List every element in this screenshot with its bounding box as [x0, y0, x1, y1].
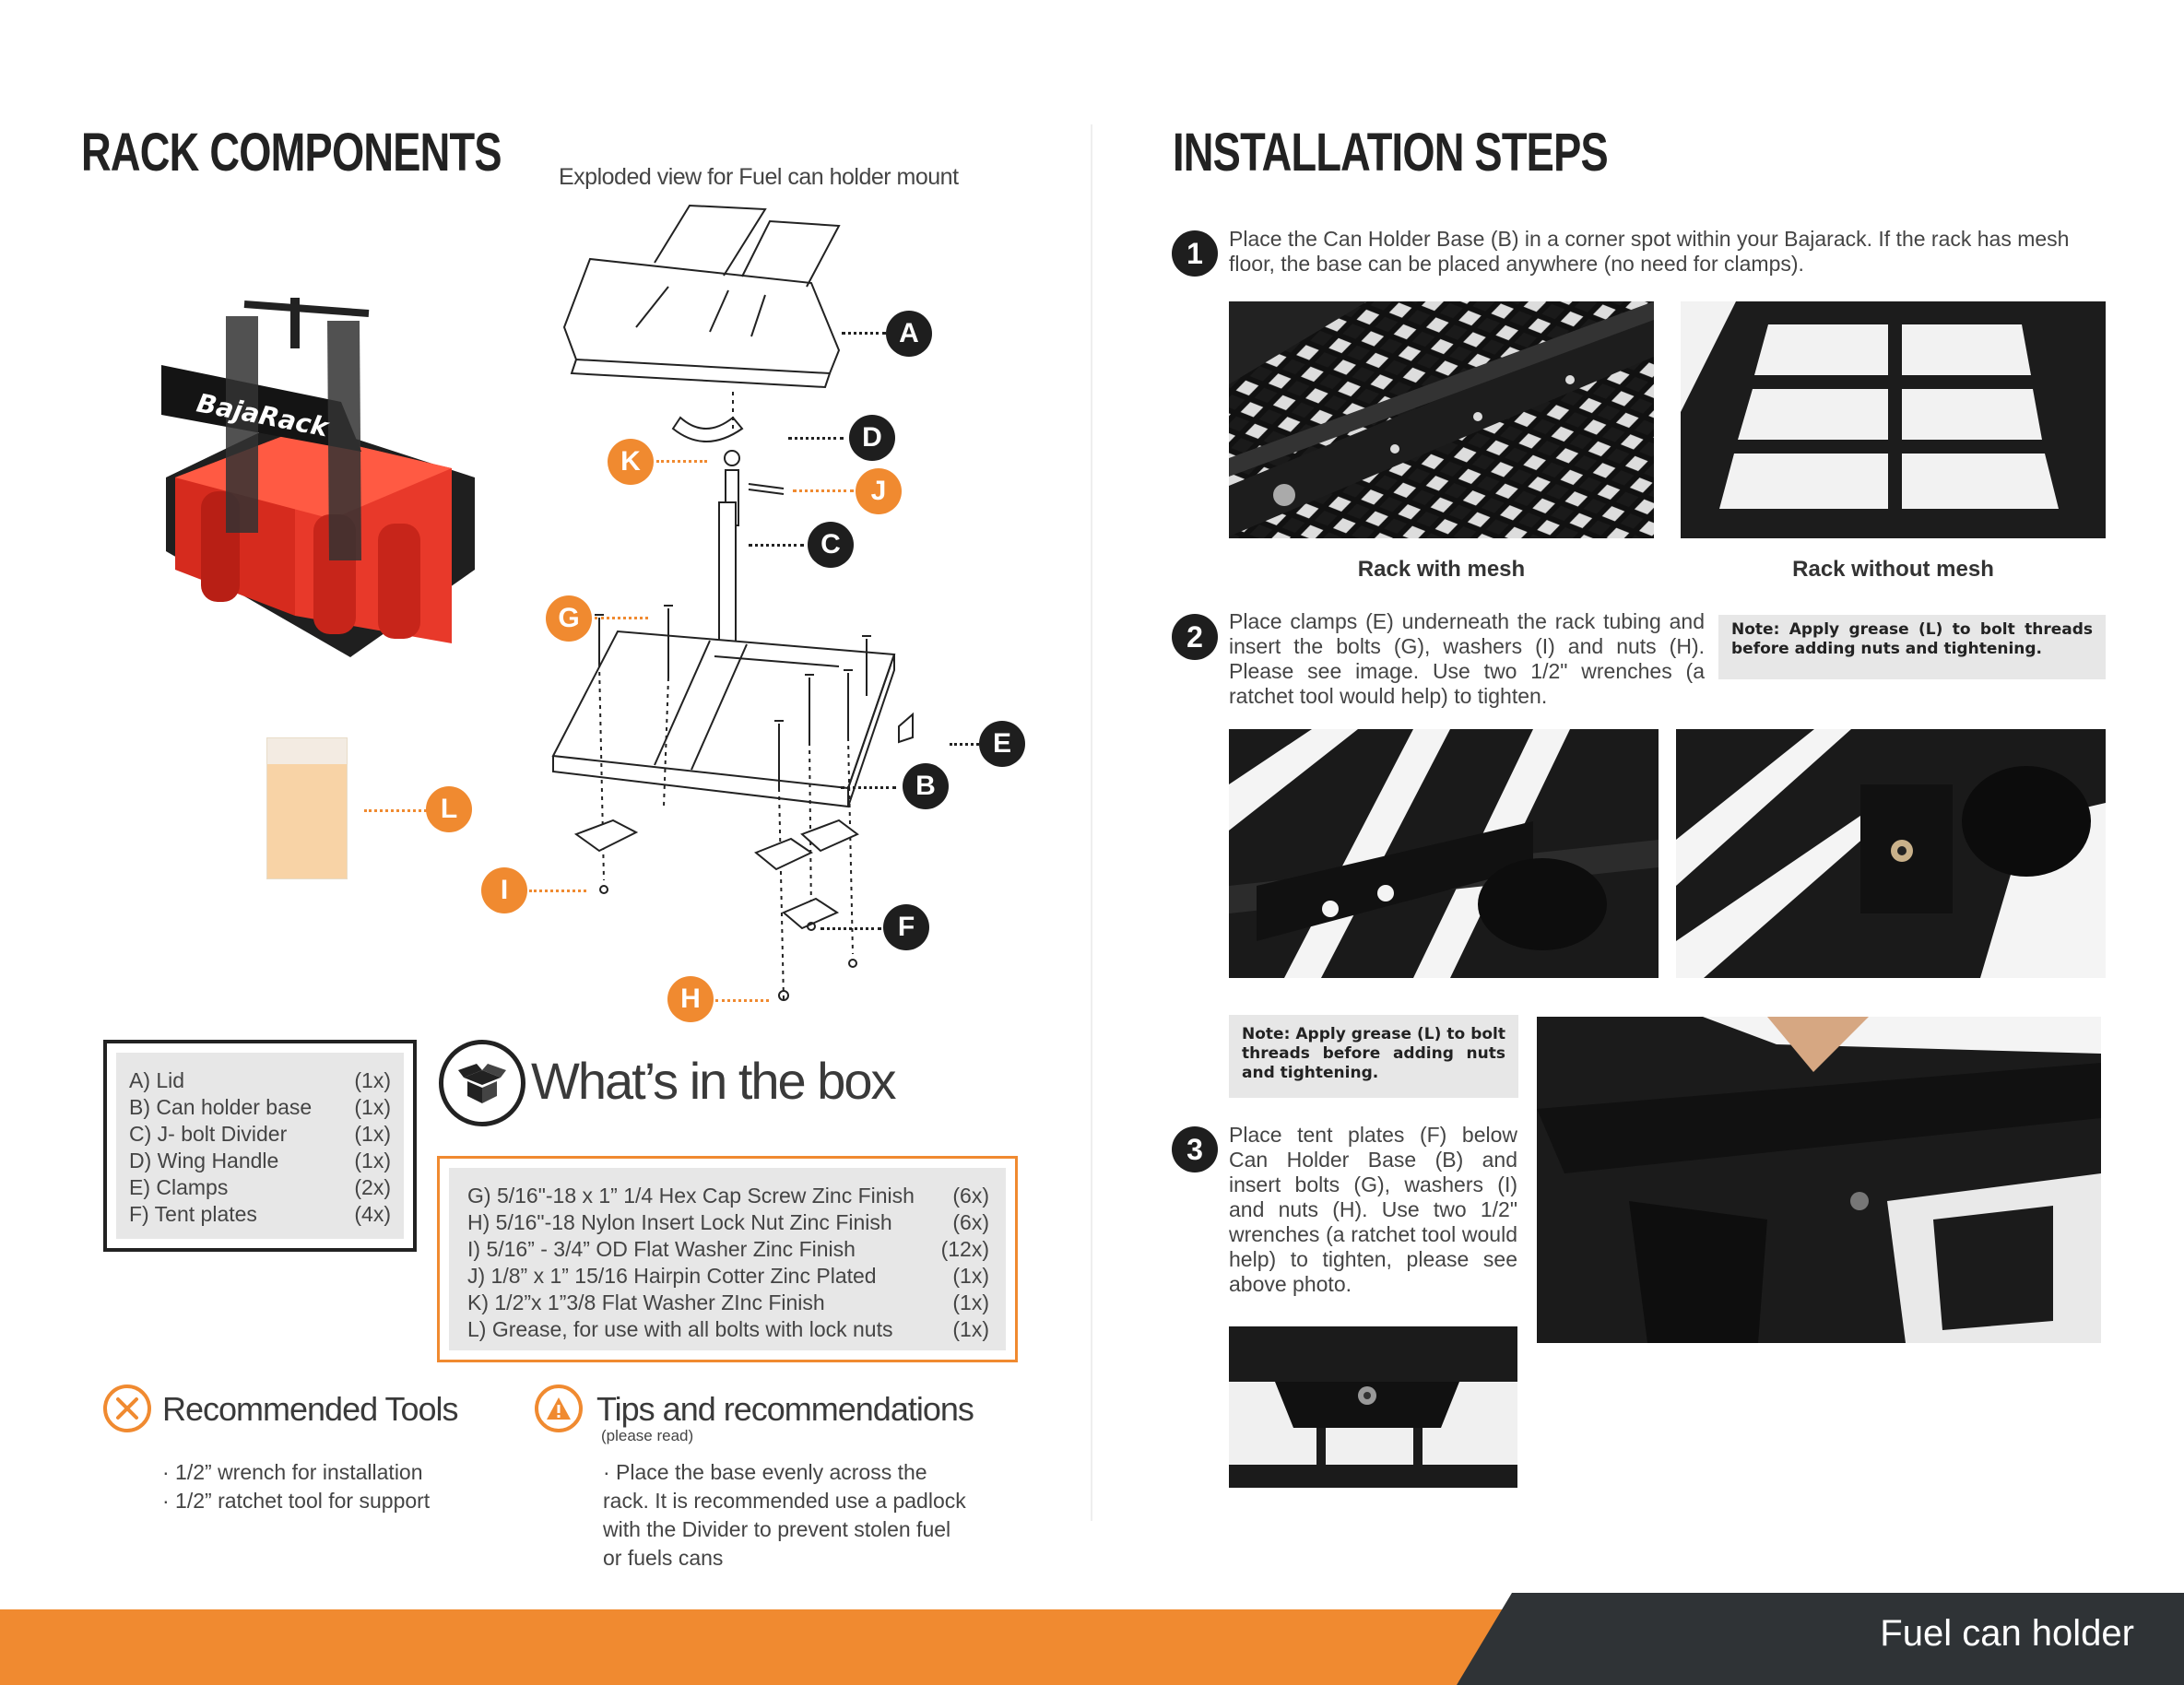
tips-title: Tips and recommendations — [596, 1390, 974, 1428]
page-title-installation: INSTALLATION STEPS — [1173, 123, 1609, 183]
list-item: H) 5/16"-18 Nylon Insert Lock Nut Zinc F… — [467, 1210, 989, 1234]
footer-product-label: Fuel can holder — [1880, 1613, 2134, 1654]
step-1-number: 1 — [1172, 230, 1218, 277]
arrow-j — [793, 489, 854, 492]
clamp-install-photo-1 — [1229, 729, 1659, 978]
fuel-can-product-photo: BajaRack — [157, 293, 484, 680]
step-2-number: 2 — [1172, 614, 1218, 660]
list-item: L) Grease, for use with all bolts with l… — [467, 1317, 989, 1341]
list-item: I) 5/16” - 3/4” OD Flat Washer Zinc Fini… — [467, 1237, 989, 1261]
callout-g: G — [546, 595, 592, 642]
list-item: A) Lid(1x) — [129, 1068, 391, 1092]
page-title-components: RACK COMPONENTS — [81, 123, 502, 183]
arrow-i — [529, 890, 586, 892]
list-item: · 1/2” ratchet tool for support — [162, 1489, 431, 1513]
label-rack-with-mesh: Rack with mesh — [1357, 557, 1526, 582]
tools-icon — [103, 1385, 151, 1432]
arrow-b — [841, 786, 896, 789]
arrow-e — [950, 743, 996, 746]
clamp-install-photo-2 — [1676, 729, 2106, 978]
arrow-l — [364, 809, 427, 812]
arrow-h — [715, 999, 769, 1002]
step-1-text: Place the Can Holder Base (B) in a corne… — [1229, 227, 2070, 276]
callout-b: B — [903, 763, 949, 809]
callout-d: D — [849, 415, 895, 461]
note-grease-1: Note: Apply grease (L) to bolt threads b… — [1718, 615, 2106, 679]
list-item: J) 1/8” x 1” 15/16 Hairpin Cotter Zinc P… — [467, 1264, 989, 1288]
callout-c: C — [808, 522, 854, 568]
components-list: A) Lid(1x) B) Can holder base(1x) C) J- … — [103, 1040, 417, 1252]
arrow-d — [788, 437, 844, 440]
list-item: · 1/2” wrench for installation — [162, 1460, 423, 1484]
footer-dark-band — [1457, 1593, 2184, 1685]
rack-without-mesh-photo — [1681, 301, 2106, 538]
diagram-caption: Exploded view for Fuel can holder mount — [559, 164, 959, 190]
open-box-icon — [439, 1040, 525, 1126]
callout-a: A — [886, 311, 932, 357]
arrow-k — [656, 460, 707, 463]
list-item: F) Tent plates(4x) — [129, 1202, 391, 1226]
step-3-number: 3 — [1172, 1126, 1218, 1172]
warning-icon — [535, 1385, 583, 1432]
tent-plate-photo-large — [1537, 1017, 2101, 1343]
arrow-f — [820, 927, 881, 930]
hardware-list: G) 5/16"-18 x 1” 1/4 Hex Cap Screw Zinc … — [437, 1156, 1018, 1362]
arrow-c — [749, 544, 804, 547]
list-item: B) Can holder base(1x) — [129, 1095, 391, 1119]
callout-i: I — [481, 867, 527, 913]
callout-l: L — [426, 786, 472, 832]
tools-list: · 1/2” wrench for installation · 1/2” ra… — [162, 1458, 430, 1515]
label-rack-without-mesh: Rack without mesh — [1792, 557, 1994, 582]
list-item: G) 5/16"-18 x 1” 1/4 Hex Cap Screw Zinc … — [467, 1184, 989, 1208]
arrow-a — [842, 332, 886, 335]
step-3-text: Place tent plates (F) below Can Holder B… — [1229, 1123, 1517, 1296]
callout-f: F — [883, 904, 929, 950]
list-item: C) J- bolt Divider(1x) — [129, 1122, 391, 1146]
note-grease-2: Note: Apply grease (L) to bolt threads b… — [1229, 1015, 1518, 1098]
callout-h: H — [667, 976, 714, 1022]
tips-subtitle: (please read) — [601, 1427, 694, 1444]
tools-title: Recommended Tools — [162, 1390, 459, 1428]
callout-j: J — [856, 468, 902, 514]
tips-text: · Place the base evenly across the rack.… — [603, 1460, 966, 1570]
rack-with-mesh-photo — [1229, 301, 1654, 538]
arrow-g — [595, 617, 648, 619]
list-item: D) Wing Handle(1x) — [129, 1149, 391, 1172]
callout-k: K — [608, 439, 654, 485]
page-divider — [1091, 124, 1092, 1521]
step-2-text: Place clamps (E) underneath the rack tub… — [1229, 609, 1705, 708]
list-item: K) 1/2”x 1”3/8 Flat Washer ZInc Finish(1… — [467, 1290, 989, 1314]
exploded-diagram — [535, 198, 931, 1009]
list-item: E) Clamps(2x) — [129, 1175, 391, 1199]
callout-e: E — [979, 721, 1025, 767]
whats-in-box-title: What’s in the box — [531, 1052, 897, 1110]
tent-plate-photo-small — [1229, 1326, 1517, 1488]
grease-packet-image — [266, 737, 348, 879]
